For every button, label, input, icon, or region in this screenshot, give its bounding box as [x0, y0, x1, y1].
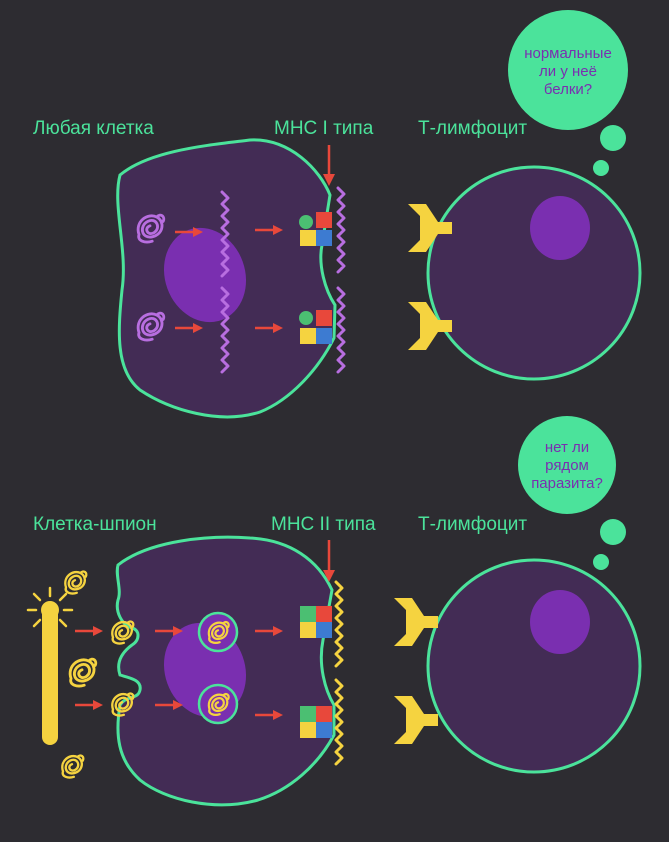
mhc-complex-icon: [299, 212, 332, 246]
thought-line-2: рядом: [545, 457, 589, 474]
tcell-label: Т-лимфоцит: [418, 118, 527, 139]
mhc-complex-icon: [300, 606, 332, 638]
t-nucleus: [530, 196, 590, 260]
thought-bubble-icon: нет ли рядом паразита?: [518, 416, 626, 570]
arrow: [73, 624, 105, 638]
mhc-label: MHC I типа: [274, 118, 374, 139]
arrow: [73, 698, 105, 712]
tangled-protein-icon: [61, 754, 85, 779]
panel-bottom: Клетка-шпион MHC II типа Т-лимфоцит: [26, 416, 642, 807]
t-lymphocyte: [426, 165, 642, 381]
tangled-protein-icon: [68, 657, 98, 688]
vesicle-icon: [197, 611, 239, 653]
bacterium-icon: [26, 586, 74, 745]
panel-top: Любая клетка MHC I типа Т-лимфоцит: [33, 10, 642, 419]
thought-line-3: белки?: [544, 81, 592, 98]
mhc-complex-icon: [299, 310, 332, 344]
tangled-protein-icon: [64, 570, 88, 595]
peptide-chain-icon: [334, 580, 344, 668]
t-nucleus: [530, 590, 590, 654]
peptide-chain-icon: [334, 678, 344, 766]
cell-label: Любая клетка: [33, 118, 154, 139]
vesicle-icon: [197, 683, 239, 725]
thought-line-3: паразита?: [531, 475, 603, 492]
mhc-pointer-arrow: [323, 540, 335, 582]
t-lymphocyte: [426, 558, 642, 774]
thought-line-2: ли у неё: [539, 63, 597, 80]
peptide-chain-icon: [336, 286, 346, 374]
mhc-complex-icon: [300, 706, 332, 738]
thought-bubble-icon: нормальные ли у неё белки?: [508, 10, 628, 176]
cell-label: Клетка-шпион: [33, 514, 157, 535]
mhc-label: MHC II типа: [271, 514, 376, 535]
tcell-label: Т-лимфоцит: [418, 514, 527, 535]
thought-line-1: нормальные: [524, 45, 612, 62]
peptide-chain-icon: [336, 186, 346, 274]
tangled-protein-icon: [111, 620, 135, 645]
thought-line-1: нет ли: [545, 439, 589, 456]
mhc-pointer-arrow: [323, 145, 335, 186]
tcr-receptor-icon: [394, 696, 438, 744]
